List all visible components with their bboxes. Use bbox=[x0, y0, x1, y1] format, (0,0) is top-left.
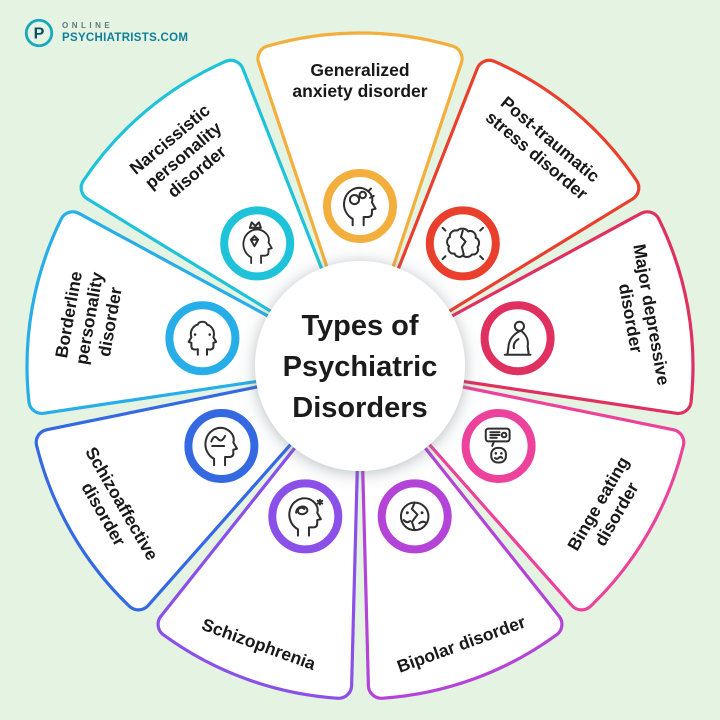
logo-domain-label: PSYCHIATRISTS.COM bbox=[62, 31, 189, 44]
center-title-line-3: Disorders bbox=[292, 392, 427, 424]
brand-logo: P ONLINE PSYCHIATRISTS.COM bbox=[22, 16, 188, 50]
logo-icon: P bbox=[24, 18, 54, 48]
center-title-line-1: Types of bbox=[301, 310, 418, 342]
logo-wordmark: ONLINE PSYCHIATRISTS.COM bbox=[62, 21, 188, 45]
segment-icon-ring bbox=[220, 206, 295, 281]
segment-icon-ring bbox=[377, 479, 452, 554]
center-title-line-2: Psychiatric bbox=[283, 351, 438, 383]
center-circle bbox=[255, 261, 465, 471]
segment-icon-ring bbox=[323, 169, 397, 243]
wheel-center: Types of Psychiatric Disorders bbox=[255, 261, 465, 471]
segment-icon-ring bbox=[268, 479, 343, 554]
logo-online-label: ONLINE bbox=[62, 20, 114, 30]
segment-icon-ring bbox=[461, 409, 536, 483]
segment-icon-ring bbox=[425, 206, 500, 281]
segment-icon-ring bbox=[165, 301, 240, 376]
segment-icon-ring bbox=[480, 301, 555, 376]
svg-text:P: P bbox=[34, 25, 45, 43]
